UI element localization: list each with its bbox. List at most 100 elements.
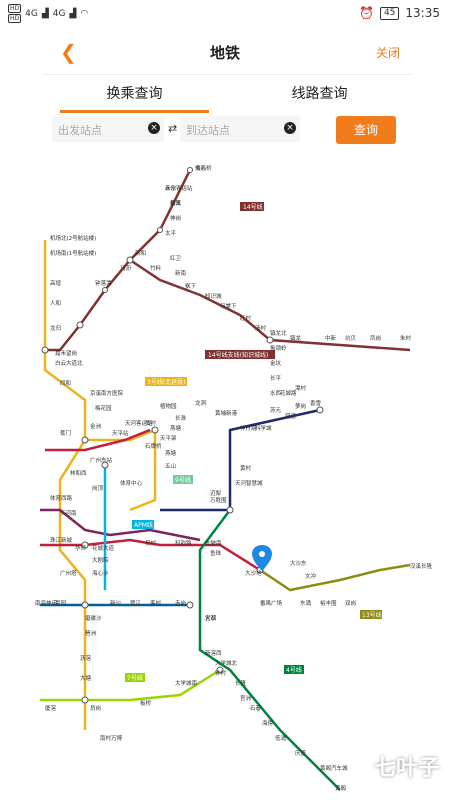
station-label[interactable]: 万胜围 [210, 496, 227, 504]
station-label[interactable]: 象颈岭 [270, 344, 287, 352]
station-label[interactable]: 员村 [145, 539, 157, 547]
station-label[interactable]: 苏元 [270, 406, 282, 414]
station-label[interactable]: 夏园 [55, 600, 67, 607]
station-label[interactable]: 双岗 [345, 600, 356, 607]
station-label[interactable]: 大剧院 [92, 556, 109, 564]
station-label[interactable]: 珠江新城 [50, 536, 73, 544]
from-station-field[interactable]: 出发站点 × [52, 116, 164, 142]
station-label[interactable]: 花城路 [280, 389, 297, 397]
station-label[interactable]: 迈梨 [210, 489, 222, 497]
station-label[interactable]: 香雪 [310, 399, 322, 407]
station-label[interactable]: 中新 [325, 334, 337, 342]
station-label[interactable]: 官湖 [205, 614, 217, 622]
station-label[interactable]: 水西 [270, 389, 282, 397]
station-label[interactable]: 海心沙 [92, 569, 109, 577]
station-label[interactable]: 镇龙 [290, 334, 302, 342]
station-label[interactable]: 官洲 [240, 694, 252, 702]
station-label[interactable]: 黄阁 [335, 784, 346, 792]
station-label[interactable]: 黄村 [240, 464, 252, 472]
station-label[interactable]: 汉溪长隆 [410, 562, 433, 570]
station-label[interactable]: 大沙地 [245, 569, 262, 577]
back-icon[interactable]: ❮ [60, 40, 77, 64]
station-label[interactable]: 岗顶 [92, 485, 104, 492]
station-label[interactable]: 机场南(1号航站楼) [50, 249, 96, 257]
station-label[interactable]: 杨箕 [170, 199, 182, 207]
station-label[interactable]: 赤岗 [175, 599, 186, 607]
station-label[interactable]: 新南 [175, 269, 187, 277]
station-label[interactable]: 华师 [75, 544, 87, 552]
tab-transfer-query[interactable]: 换乘查询 [42, 83, 227, 113]
station-label[interactable]: 机场北(2号航站楼) [50, 234, 96, 242]
metro-map-svg[interactable]: 14号线 14号线支线(知识城线) 3号线(北延段) 9号线 APM线 13号线… [0, 150, 450, 800]
station-label[interactable]: 京溪南方医院 [90, 389, 124, 397]
station-label[interactable]: 体育西路 [50, 494, 73, 502]
station-label[interactable]: 同和 [60, 379, 71, 387]
station-label[interactable]: 潭村 [295, 384, 307, 392]
station-label[interactable]: 天平架 [160, 435, 177, 442]
query-button[interactable]: 查询 [336, 116, 396, 144]
station-label[interactable]: 何棠下 [220, 302, 237, 310]
station-label[interactable]: 旺村 [240, 314, 252, 322]
station-label[interactable]: 石牌桥 [145, 442, 162, 450]
station-label[interactable]: 白云大道北 [55, 359, 83, 367]
station-label[interactable]: 广州塔 [60, 569, 77, 577]
station-label[interactable]: 五山 [165, 462, 176, 470]
station-label[interactable]: 大石 [205, 614, 217, 622]
tab-line-query[interactable]: 线路查询 [291, 86, 348, 102]
station-label[interactable]: 汤村 [255, 324, 267, 332]
station-label[interactable]: 鹭江 [130, 599, 142, 607]
station-label[interactable]: 金坑 [270, 359, 282, 367]
station-label[interactable]: 神岗 [170, 214, 181, 222]
station-label[interactable]: 板桥 [140, 699, 152, 707]
station-label[interactable]: 黄阁汽车城 [320, 764, 348, 772]
station-label[interactable]: 大学城南 [175, 679, 198, 687]
station-label[interactable]: 广州东站 [90, 456, 113, 464]
station-label[interactable]: 龙归 [50, 324, 61, 332]
station-label[interactable]: 磨碟沙 [85, 614, 102, 622]
station-label[interactable]: 海心桥 [195, 164, 212, 172]
station-label[interactable]: 低涌 [275, 734, 286, 742]
station-label[interactable]: 天河智慧城 [235, 479, 263, 487]
station-label[interactable]: 蕉门 [60, 429, 71, 437]
metro-map[interactable]: 14号线 14号线支线(知识城线) 3号线(北延段) 9号线 APM线 13号线… [0, 150, 450, 800]
station-label[interactable]: 东涌 [300, 599, 311, 607]
station-label[interactable]: 燕塘 [165, 449, 177, 457]
station-label[interactable]: 大学城北 [215, 659, 238, 667]
station-label[interactable]: 科韵路 [175, 539, 192, 547]
station-label[interactable]: 嘉禾望岗 [55, 349, 77, 357]
station-label[interactable]: 从化客运站 [165, 184, 193, 192]
to-station-field[interactable]: 到达站点 × [180, 116, 300, 142]
station-label[interactable]: 黄埔新港 [215, 409, 238, 417]
station-label[interactable]: 马沥 [120, 264, 132, 272]
station-label[interactable]: 猎德 [285, 412, 297, 420]
station-label[interactable]: 林和西 [70, 469, 87, 477]
station-label[interactable]: 厦滘 [45, 704, 57, 712]
station-label[interactable]: 人和 [50, 299, 61, 307]
station-label[interactable]: 新沙 [110, 599, 122, 607]
station-label[interactable]: 长隆 [235, 679, 247, 687]
station-label[interactable]: 燕塘 [170, 424, 182, 432]
station-label[interactable]: 长平 [270, 374, 282, 382]
station-label[interactable]: 番禺广场 [260, 599, 283, 607]
station-label[interactable]: 花城大道 [92, 544, 115, 552]
station-label[interactable]: 高增 [50, 279, 61, 287]
station-label[interactable]: 南村万博 [100, 734, 123, 742]
station-label[interactable]: 南海神庙 [35, 599, 58, 607]
station-label[interactable]: 朱村 [400, 334, 412, 342]
station-label[interactable]: 龙洞 [195, 399, 207, 407]
station-label[interactable]: 萝岗 [295, 402, 306, 410]
clear-from-icon[interactable]: × [148, 122, 160, 134]
station-label[interactable]: 知识城 [205, 292, 222, 300]
station-label[interactable]: 竹料 [150, 264, 162, 272]
swap-icon[interactable]: ⇄ [168, 122, 178, 135]
station-label[interactable]: 鱼珠 [210, 549, 222, 557]
station-label[interactable]: 钟村 [215, 669, 227, 677]
station-label[interactable]: 神舟路 [240, 424, 257, 432]
station-label[interactable]: 员岗 [90, 705, 101, 712]
station-label[interactable]: 天河客运站 [125, 419, 153, 427]
station-label[interactable]: 车陂南 [205, 539, 222, 547]
station-label[interactable]: 金洲 [90, 422, 102, 430]
station-label[interactable]: 太平 [165, 229, 177, 237]
station-label[interactable]: 员村 [145, 419, 157, 427]
clear-to-icon[interactable]: × [284, 122, 296, 134]
